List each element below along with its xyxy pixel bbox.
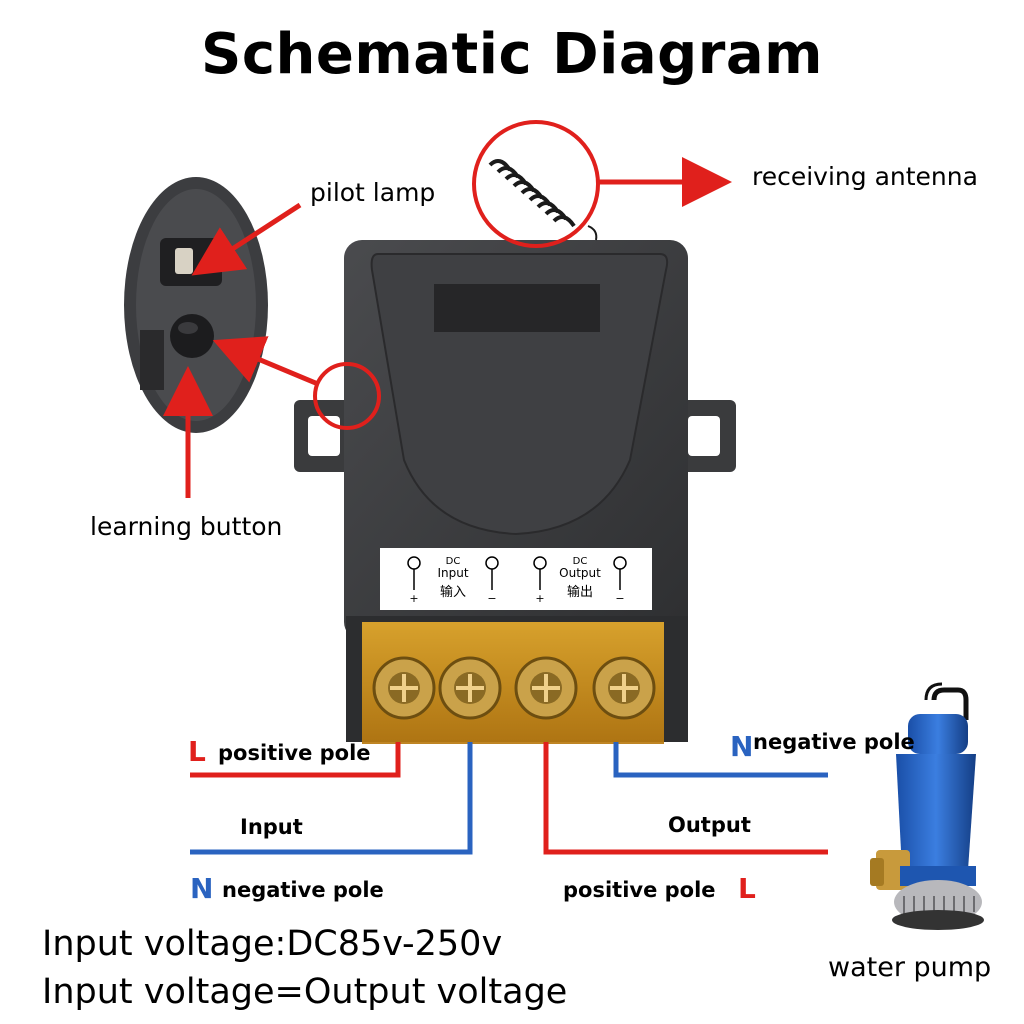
output-plus: + (535, 592, 544, 605)
footer-line-1: Input voltage:DC85v-250v (42, 924, 503, 964)
wire-input-N (190, 742, 473, 855)
label-window (434, 284, 600, 332)
input-dc: DC (446, 556, 461, 567)
arrow-pilot-lamp (191, 202, 302, 276)
antenna-coil (488, 159, 598, 241)
wire-output-N (613, 742, 828, 778)
wire-output-L (543, 742, 828, 855)
label-water-pump: water pump (828, 952, 992, 983)
right-L-letter: L (738, 872, 756, 905)
wire-input-L (190, 742, 401, 778)
right-N-text: negative pole (753, 730, 915, 754)
terminal-label-panel: + − + − DC Input 输入 DC Output 输出 (380, 548, 652, 610)
label-receiving-antenna: receiving antenna (752, 162, 978, 191)
output-label-cn: 输出 (567, 584, 593, 600)
input-text: Input (240, 815, 303, 839)
right-N-letter: N (730, 730, 754, 763)
input-minus: − (487, 592, 496, 605)
right-L-text: positive pole (563, 878, 716, 902)
pilot-lamp-led (175, 248, 193, 274)
input-plus: + (409, 592, 418, 605)
arrow-button-from-circle (212, 336, 319, 387)
output-minus: − (615, 592, 624, 605)
input-label-cn: 输入 (440, 584, 466, 600)
input-label-en: Input (437, 566, 468, 580)
page-title: Schematic Diagram (201, 22, 823, 87)
terminal-block (346, 616, 688, 744)
output-dc: DC (573, 556, 588, 567)
zoom-inset (124, 177, 268, 433)
output-label-en: Output (559, 566, 601, 580)
left-L-letter: L (188, 735, 206, 768)
terminal-screws (372, 656, 656, 720)
left-N-text: negative pole (222, 878, 384, 902)
label-pilot-lamp: pilot lamp (310, 178, 436, 207)
left-N-letter: N (190, 872, 214, 905)
learning-button-knob (170, 314, 214, 358)
water-pump-image (870, 682, 984, 930)
button-callout-circle (313, 362, 381, 430)
left-L-text: positive pole (218, 741, 371, 765)
wiring (190, 742, 828, 855)
label-learning-button: learning button (90, 512, 283, 541)
footer-line-2: Input voltage=Output voltage (42, 972, 568, 1012)
output-text: Output (668, 813, 751, 837)
receiver-housing (344, 240, 688, 640)
antenna-callout-circle (472, 120, 600, 248)
